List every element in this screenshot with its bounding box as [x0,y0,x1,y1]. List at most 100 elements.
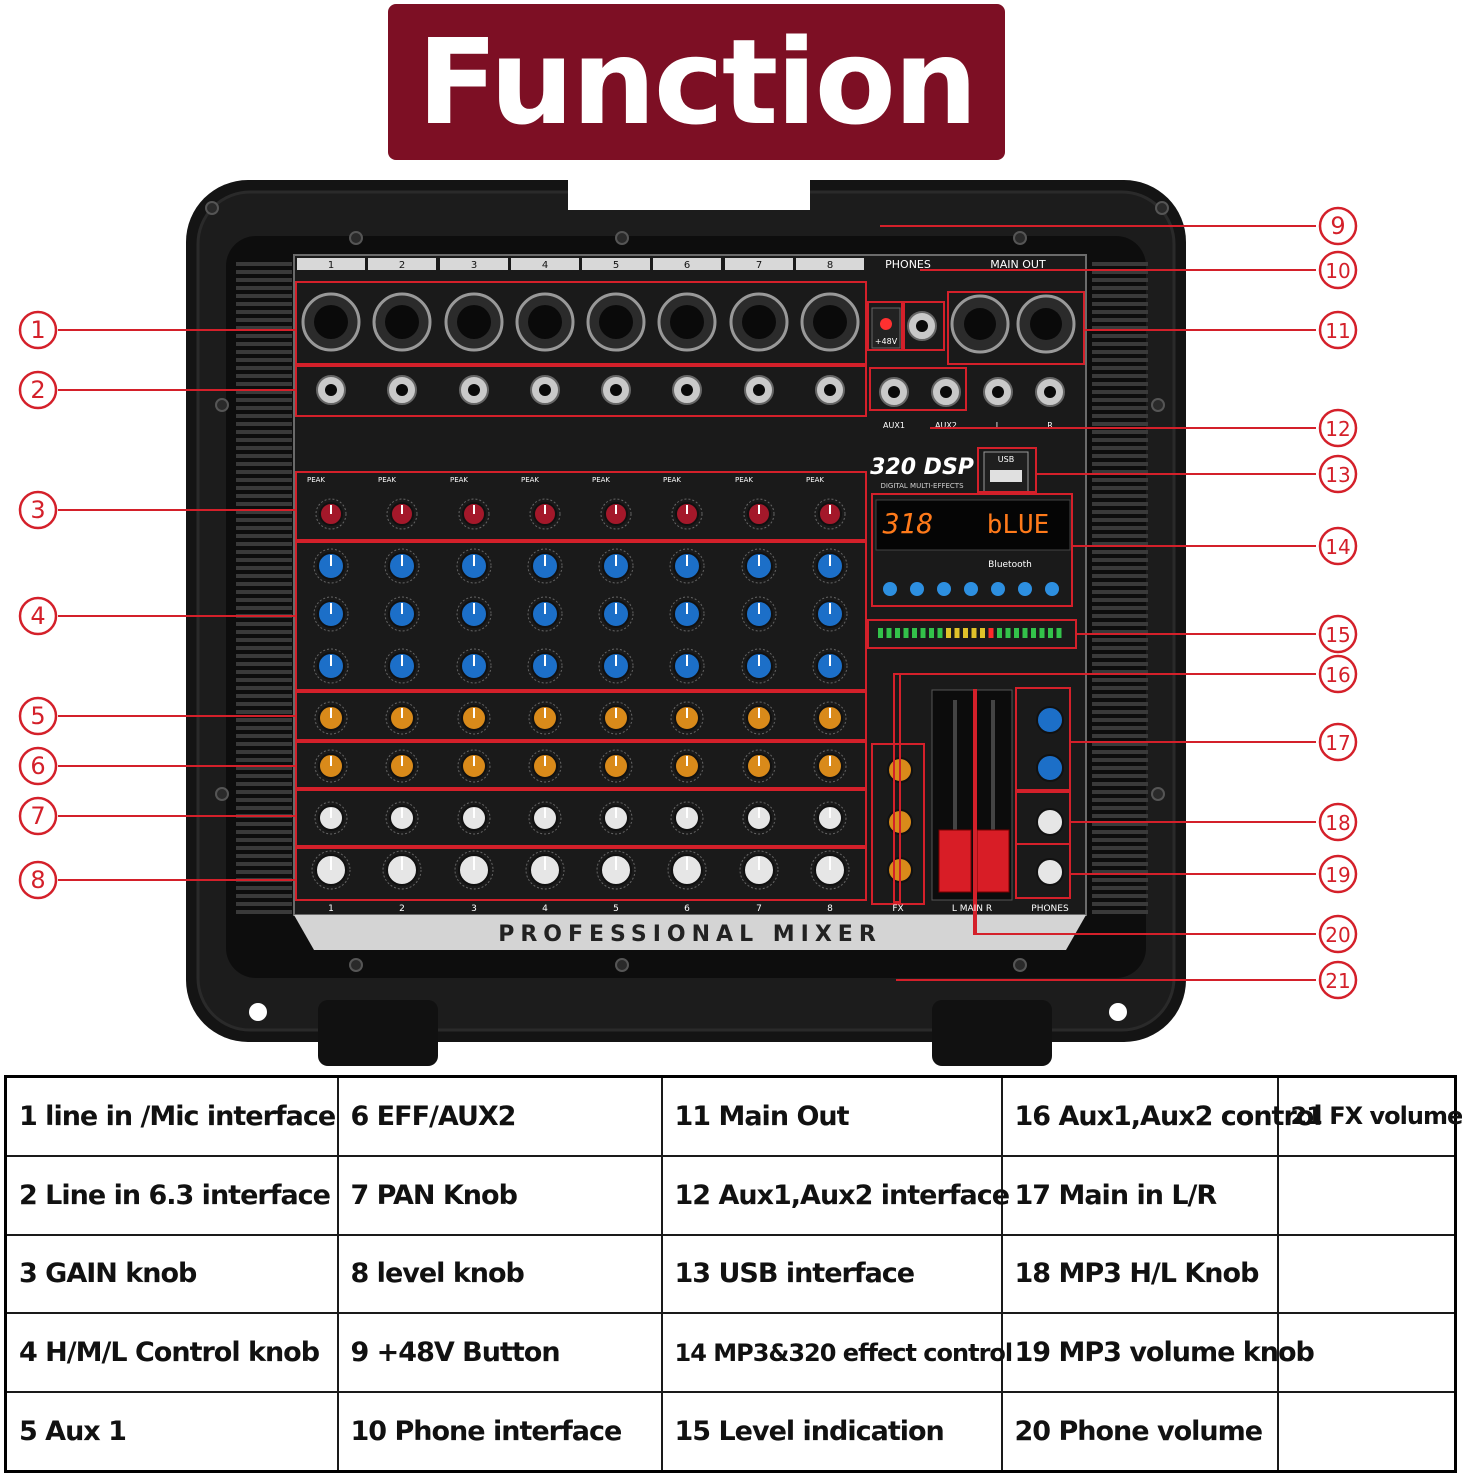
mp3-control-button[interactable] [1045,582,1059,596]
legend-cell [1276,1154,1457,1236]
vent-slot [1092,582,1148,586]
vent-slot [236,486,292,490]
callout-badge [1318,914,1358,954]
main-fader-cap[interactable] [976,829,1010,893]
vent-slot [236,294,292,298]
vent-slot [1092,710,1148,714]
main-fader-cap[interactable] [938,829,972,893]
legend-cell [1276,1312,1457,1394]
mp3-hl-knob[interactable] [1036,808,1064,836]
callout-badge [18,370,58,410]
level-led [903,628,909,638]
aux1-knob-scale [670,701,704,735]
level-led [886,628,892,638]
vent-slot [236,270,292,274]
callout-number: 10 [1325,259,1350,283]
vent-slot [236,326,292,330]
vent-slot [236,550,292,554]
peak-label: PEAK [521,476,539,484]
legend-cell: 20 Phone volume [1000,1391,1279,1473]
dsp-logo: 320 DSP [870,455,974,480]
vent-slot [236,534,292,538]
jack-hole [753,384,765,396]
vent-slot [1092,862,1148,866]
pan-knob-scale [599,801,633,835]
vent-slot [1092,342,1148,346]
level-knob-scale [454,850,494,890]
level-led [954,628,960,638]
callout-badge [1318,206,1358,246]
vent-slot [1092,910,1148,914]
mp3-control-button[interactable] [910,582,924,596]
vent-slot [1092,726,1148,730]
level-led [1022,628,1028,638]
callout-badge [1318,854,1358,894]
level-led [1014,628,1019,638]
main-in-r-knob[interactable] [1036,754,1064,782]
mp3-control-button[interactable] [964,582,978,596]
vent-slot [1092,374,1148,378]
callout-number: 11 [1325,319,1350,343]
pan-knob-scale [457,801,491,835]
eq-high-knob-scale [313,548,349,584]
callout-number: 9 [1330,212,1345,240]
vent-slot [1092,702,1148,706]
peak-label: PEAK [592,476,610,484]
mp3-control-button[interactable] [883,582,897,596]
callout-box [295,789,867,847]
vent-slot [1092,758,1148,762]
callout-badge [18,860,58,900]
aux1-jack-hole [888,386,900,398]
vent-slot [1092,566,1148,570]
callout-box [977,447,1037,493]
aux1-knob-scale [742,701,776,735]
vent-slot [236,750,292,754]
mp3-control-button[interactable] [937,582,951,596]
vent-slot [236,518,292,522]
callout-number: 21 [1325,969,1350,993]
level-knob-scale [382,850,422,890]
vent-slot [1092,318,1148,322]
callout-badge [1318,250,1358,290]
aux2-jack-hole [940,386,952,398]
vent-slot [1092,414,1148,418]
mp3-control-button[interactable] [1018,582,1032,596]
vent-slot [236,398,292,402]
callout-box [1015,687,1071,791]
main-in-l-knob[interactable] [1036,706,1064,734]
vent-slot [1092,358,1148,362]
phantom-led-icon [880,318,892,330]
gain-knob-scale [671,498,703,530]
phantom-label: +48V [875,337,898,346]
phones-bottom-label: PHONES [1031,904,1069,914]
callout-number: 7 [30,802,45,830]
callout-badge [1318,960,1358,1000]
vent-slot [236,286,292,290]
vent-slot [236,846,292,850]
vent-slot [1092,646,1148,650]
mp3-control-button[interactable] [991,582,1005,596]
channel-number-bottom: 4 [542,904,548,914]
mp3-volume-knob[interactable] [1036,858,1064,886]
level-led [946,628,951,638]
vent-slot [236,726,292,730]
eq-mid-knob-scale [527,596,563,632]
vent-slot [1092,798,1148,802]
jack-hole [681,384,693,396]
vent-slot [1092,382,1148,386]
vent-slot [1092,470,1148,474]
callout-number: 13 [1325,463,1350,487]
vent-slot [236,470,292,474]
screw [1151,398,1165,412]
vent-slot [1092,398,1148,402]
vent-slot [236,598,292,602]
xlr-socket [813,305,847,339]
vent-slot [236,798,292,802]
vent-slot [1092,678,1148,682]
vent-slot [1092,654,1148,658]
eq-low-knob-scale [456,648,492,684]
vent-slot [1092,734,1148,738]
channel-header [368,258,436,270]
vent-slot [236,838,292,842]
